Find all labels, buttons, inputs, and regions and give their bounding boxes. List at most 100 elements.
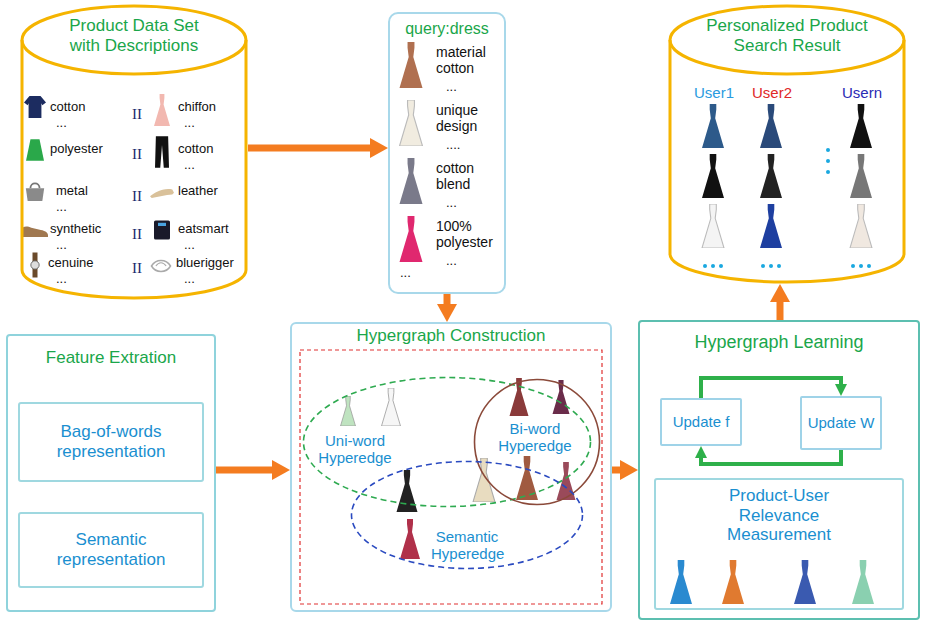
product-image [794, 560, 816, 604]
hyperedge-ellipse: Semantic Hyperedge [350, 460, 584, 570]
attribute-word: ... [56, 200, 67, 215]
product-image [760, 104, 782, 148]
result-cylinder: Personalized Product Search Result [668, 4, 906, 284]
separator-mark: II [132, 106, 142, 123]
product-image [702, 154, 724, 198]
feature-box: Semantic representation [18, 512, 204, 588]
node-text: Update W [802, 414, 880, 431]
attribute-word: cenuine [48, 256, 94, 271]
product-image [702, 204, 724, 248]
product-image [850, 154, 872, 198]
dashed-frame [300, 350, 602, 604]
product-image [760, 154, 782, 198]
product-image [31, 253, 39, 278]
description-text: unique design [436, 102, 502, 134]
product-image [400, 216, 423, 262]
product-image [760, 204, 782, 248]
attribute-word: ... [56, 272, 67, 287]
update-box: Update W [800, 396, 882, 450]
node-text: Update f [662, 413, 740, 430]
attribute-word: chiffon [178, 100, 216, 115]
relevance-box: Product-User Relevance Measurement [654, 478, 904, 610]
node-text: Bag-of-words representation [26, 422, 196, 461]
separator-mark: II [132, 188, 142, 205]
description-text: cotton blend [436, 160, 502, 192]
product-image [24, 96, 46, 118]
attribute-word: eatsmart [178, 222, 229, 237]
product-image [382, 388, 401, 426]
product-image [400, 42, 423, 88]
separator-mark: II [132, 146, 142, 163]
attribute-word: ... [446, 80, 457, 95]
attribute-word: ... [184, 116, 195, 131]
flow-arrow [701, 378, 841, 398]
feature-panel: Bag-of-words representationSemantic repr… [6, 334, 216, 612]
product-image [397, 470, 418, 512]
description-text: 100% polyester [436, 218, 502, 250]
ellipsis-dots [703, 148, 871, 268]
node-text: Semantic Hyperedge [431, 528, 503, 563]
attribute-word: ... [446, 254, 457, 269]
attribute-word: ... [56, 238, 67, 253]
node-text: Personalized Product Search Result [697, 16, 877, 55]
node-text: query:dress [390, 20, 504, 38]
product-image [151, 261, 170, 272]
product-image [852, 560, 874, 604]
node-text: Hypergraph Learning [640, 332, 918, 353]
attribute-word: ... [446, 196, 457, 211]
attribute-word: .... [446, 138, 460, 153]
construction-panel: Uni-word Hyperedge Bi-word HyperedgeSeman… [290, 322, 612, 612]
attribute-word: cotton [50, 100, 85, 115]
product-image [473, 458, 495, 502]
product-image [26, 139, 44, 161]
product-image [702, 104, 724, 148]
user-label: User2 [752, 84, 792, 101]
node-text: Bi-word Hyperedge [497, 420, 573, 455]
product-image [22, 226, 48, 237]
product-image [400, 519, 420, 559]
product-image [670, 560, 692, 604]
attribute-word: cotton [178, 142, 213, 157]
product-image [154, 220, 170, 239]
separator-mark: II [132, 226, 142, 243]
learning-panel: Update f Update W Product-User Relevance M… [638, 320, 920, 620]
product-image [155, 136, 169, 168]
node-text: Product Data Set with Descriptions [59, 16, 209, 55]
flow-arrow [701, 450, 841, 464]
product-image [400, 100, 423, 146]
product-image [722, 560, 744, 604]
attribute-word: ... [400, 266, 411, 281]
feature-box: Bag-of-words representation [18, 402, 204, 482]
product-image [850, 104, 872, 148]
product-image [150, 189, 174, 198]
description-text: material cotton [436, 44, 502, 76]
flow-arrow [216, 467, 272, 474]
product-image [341, 396, 356, 426]
node-text: Uni-word Hyperedge [316, 432, 394, 467]
product-image [26, 183, 44, 201]
user-label: Usern [842, 84, 882, 101]
attribute-word: ... [184, 272, 195, 287]
attribute-word: leather [178, 184, 218, 199]
flow-arrow [444, 294, 451, 304]
product-image [850, 204, 872, 248]
attribute-word: polyester [50, 142, 103, 157]
separator-mark: II [132, 260, 142, 277]
attribute-word: ... [184, 238, 195, 253]
flow-arrow [777, 302, 784, 320]
node-text: Semantic representation [26, 530, 196, 569]
attribute-word: ... [56, 116, 67, 131]
attribute-word: bluerigger [176, 256, 234, 271]
product-image [154, 94, 170, 126]
node-text: Feature Extration [8, 348, 214, 368]
flow-arrow [248, 145, 370, 152]
update-box: Update f [660, 398, 742, 446]
user-label: User1 [694, 84, 734, 101]
product-image [400, 158, 423, 204]
attribute-word: synthetic [50, 222, 101, 237]
node-text: Product-User Relevance Measurement [719, 486, 839, 545]
hyperedge-ellipse: Bi-word Hyperedge [473, 378, 601, 506]
attribute-word: metal [56, 184, 88, 199]
attribute-word: ... [184, 158, 195, 173]
flow-arrow [612, 467, 620, 474]
